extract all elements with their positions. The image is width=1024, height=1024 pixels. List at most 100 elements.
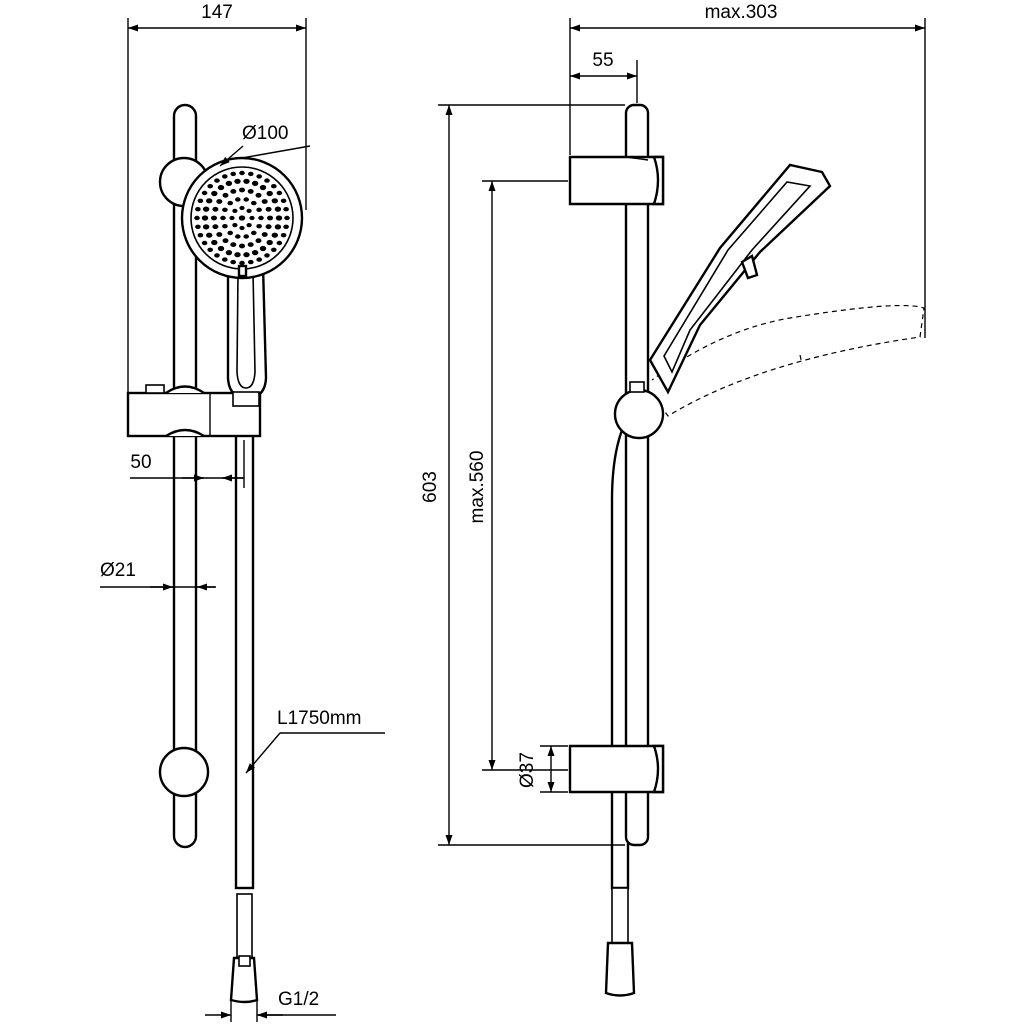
side-lower-bracket	[568, 744, 665, 794]
side-shower-button	[740, 254, 759, 280]
shower-nozzle	[283, 207, 289, 212]
front-shower-button	[237, 264, 248, 278]
shower-nozzle	[238, 215, 246, 221]
side-slide-bar	[624, 103, 650, 847]
side-hand-shower	[648, 163, 832, 395]
shower-nozzle	[197, 233, 204, 238]
shower-nozzle	[266, 239, 273, 246]
shower-nozzle	[239, 243, 245, 249]
shower-nozzle	[275, 215, 283, 221]
shower-nozzle	[222, 238, 229, 244]
shower-nozzle	[256, 257, 263, 262]
shower-nozzle	[234, 178, 241, 184]
shower-nozzle	[212, 206, 219, 212]
shower-nozzle	[267, 215, 273, 221]
front-slider-lever	[145, 384, 165, 394]
shower-nozzle	[211, 239, 218, 246]
shower-nozzle	[251, 200, 257, 206]
shower-nozzle	[239, 225, 245, 231]
shower-nozzle	[225, 180, 233, 186]
shower-nozzle	[239, 260, 245, 266]
shower-nozzle	[261, 199, 268, 204]
shower-nozzle	[256, 224, 262, 229]
front-view: 147 Ø100 50 Ø21 L1750mm G1/2	[100, 2, 385, 1022]
hose-length-label: L1750mm	[277, 708, 362, 729]
shower-nozzle	[239, 170, 245, 176]
shower-nozzle	[255, 192, 262, 198]
side-upper-bracket	[568, 155, 665, 206]
shower-nozzle	[246, 208, 252, 213]
shower-nozzle	[283, 224, 289, 229]
shower-nozzle	[248, 171, 254, 177]
shower-nozzle	[206, 232, 213, 238]
shower-nozzle	[251, 250, 259, 256]
shower-nozzle	[235, 197, 241, 202]
shower-nozzle	[243, 234, 249, 239]
shower-nozzle	[280, 233, 287, 238]
thread-label: G1/2	[278, 989, 319, 1010]
shower-nozzle	[207, 247, 213, 252]
shower-nozzle	[271, 184, 277, 189]
shower-nozzle	[259, 184, 267, 191]
shower-nozzle	[217, 184, 225, 191]
shower-nozzle	[222, 224, 228, 229]
shower-nozzle	[280, 198, 287, 203]
shower-nozzle	[265, 224, 272, 230]
max-projection-label: max.303	[705, 2, 778, 23]
bracket-diameter-label: Ø37	[517, 752, 538, 788]
shower-nozzle	[230, 259, 236, 265]
shower-nozzle	[251, 230, 257, 236]
shower-nozzle	[212, 224, 219, 230]
shower-nozzle	[251, 180, 259, 186]
shower-nozzle	[274, 206, 282, 212]
shower-nozzle	[258, 215, 264, 221]
shower-nozzle	[222, 257, 228, 262]
side-view: max.303 55 603 max.560 Ø37	[420, 2, 926, 997]
shower-nozzle	[216, 199, 223, 204]
shower-nozzle	[214, 178, 220, 183]
front-holder-cup	[232, 391, 260, 407]
shower-nozzle	[217, 245, 225, 252]
shower-nozzle	[220, 215, 226, 221]
shower-nozzle	[201, 240, 208, 246]
side-shower-alt-position	[651, 304, 925, 417]
shower-nozzle	[243, 178, 250, 184]
bar-diameter-label: Ø21	[100, 560, 136, 581]
shower-nozzle	[248, 259, 254, 265]
shower-nozzle	[271, 232, 278, 238]
shower-nozzle	[211, 215, 217, 221]
shower-nozzle	[265, 206, 272, 212]
shower-nozzle	[247, 242, 254, 248]
shower-nozzle	[202, 206, 210, 212]
shower-nozzle	[207, 184, 213, 189]
shower-nozzle	[256, 174, 263, 179]
shower-nozzle	[239, 187, 245, 193]
shower-nozzle	[271, 198, 278, 204]
shower-nozzle	[227, 200, 233, 206]
shower-nozzle	[247, 189, 254, 194]
shower-nozzle	[201, 190, 208, 196]
shower-nozzle	[264, 253, 270, 258]
shower-nozzle	[195, 224, 201, 229]
side-hose-nut	[604, 941, 636, 997]
shower-nozzle	[274, 224, 282, 230]
shower-nozzle	[211, 190, 218, 197]
shower-nozzle	[227, 230, 233, 236]
bar-offset-label: 50	[130, 452, 151, 473]
front-lower-wall-bracket	[158, 746, 210, 798]
shower-nozzle	[243, 197, 249, 202]
front-hose-sleeve	[236, 893, 253, 959]
shower-nozzle	[235, 234, 241, 239]
shower-nozzle	[197, 198, 204, 203]
shower-nozzle	[259, 245, 267, 252]
side-hose-sleeve	[611, 887, 629, 944]
shower-nozzle	[206, 198, 213, 204]
bracket-depth-label: 55	[592, 50, 613, 71]
shower-nozzle	[216, 232, 223, 237]
shower-nozzle	[195, 207, 201, 212]
head-diameter-label: Ø100	[242, 123, 288, 144]
shower-nozzle	[202, 224, 210, 230]
shower-nozzle	[284, 215, 290, 221]
shower-nozzle	[201, 215, 209, 221]
